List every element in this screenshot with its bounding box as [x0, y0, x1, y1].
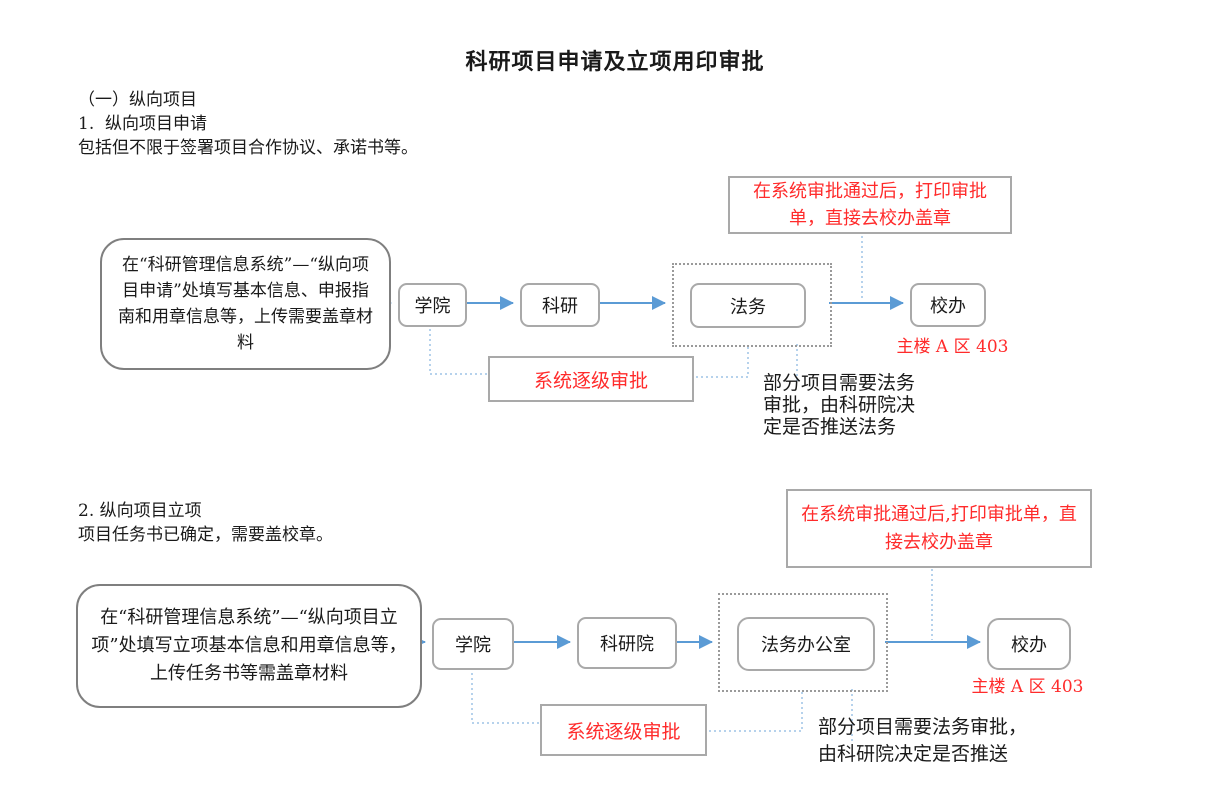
diagram2-start-node: 在“科研管理信息系统”—“纵向项目立项”处填写立项基本信息和用章信息等，上传任务…: [76, 584, 422, 708]
diagram1-system-approval-note: 系统逐级审批: [488, 356, 694, 402]
diagram1-location-label: 主楼 A 区 403: [896, 337, 1009, 357]
diagram2-step-college: 学院: [432, 618, 514, 670]
diagram2-approval-note: 在系统审批通过后,打印审批单，直接去校办盖章: [786, 489, 1092, 568]
dotted-connector: [691, 344, 749, 378]
section2-heading: 2. 纵向项目立项: [78, 501, 202, 521]
diagram1-approval-note: 在系统审批通过后，打印审批单，直接去校办盖章: [728, 176, 1012, 234]
diagram1-step-school-office: 校办: [910, 283, 986, 327]
diagram2-system-approval-note: 系统逐级审批: [540, 704, 707, 756]
diagram2-legal-note: 部分项目需要法务审批，由科研院决定是否推送: [818, 716, 1028, 765]
section1-heading: （一）纵向项目: [78, 90, 197, 110]
diagram2-step-legal-office: 法务办公室: [737, 617, 875, 671]
dotted-connector: [429, 324, 487, 375]
diagram1-optional-step-frame: [672, 263, 832, 347]
diagram2-step-research-institute: 科研院: [577, 617, 677, 669]
section1-description: 包括但不限于签署项目合作协议、承诺书等。: [78, 138, 418, 158]
section1-subheading: 1. 纵向项目申请: [78, 114, 208, 134]
diagram1-start-node: 在“科研管理信息系统”—“纵向项目申请”处填写基本信息、申报指南和用章信息等，上…: [100, 238, 391, 370]
diagram2-step-school-office: 校办: [987, 618, 1071, 670]
section2-description: 项目任务书已确定，需要盖校章。: [78, 525, 333, 545]
dotted-connector: [704, 689, 803, 732]
diagram1-step-legal: 法务: [690, 283, 806, 328]
diagram1-step-college: 学院: [398, 283, 467, 327]
page-title: 科研项目申请及立项用印审批: [465, 49, 765, 75]
diagram2-optional-step-frame: [718, 593, 888, 692]
diagram1-step-research: 科研: [520, 283, 600, 327]
diagram1-legal-note: 部分项目需要法务审批，由科研院决定是否推送法务: [763, 372, 916, 438]
diagram2-location-label: 主楼 A 区 403: [971, 677, 1084, 697]
dotted-connector: [471, 668, 539, 724]
